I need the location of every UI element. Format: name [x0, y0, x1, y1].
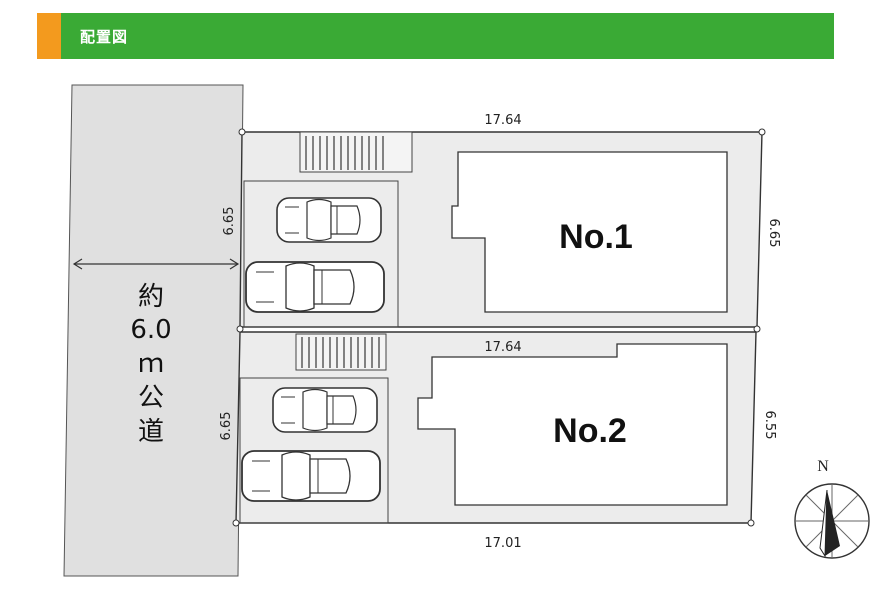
compass-north-label: N [817, 458, 829, 475]
road-label-line-4: 公 [138, 383, 164, 413]
lot-2-right-dimension: 6.55 [762, 411, 777, 440]
lot-2-steps [295, 333, 387, 371]
lot-1-parking-bay [243, 180, 399, 328]
lot-1-left-dimension: 6.65 [222, 207, 237, 236]
header-accent-bar [37, 13, 61, 59]
road-width-arrow [72, 258, 240, 270]
boundary-markers [232, 128, 766, 527]
lot-2-bottom-dimension: 17.01 [484, 536, 521, 551]
lot-2-car-sedan [241, 450, 381, 502]
lot-2-house-footprint [417, 343, 728, 506]
north-compass: N [794, 458, 870, 559]
road-label: 約 6.0 ｍ 公 道 [130, 282, 171, 447]
lot-2-left-dimension: 6.65 [219, 412, 234, 441]
road-label-line-1: 約 [138, 282, 164, 312]
lot-1-car-compact [276, 197, 382, 243]
road-label-line-2: 6.0 [130, 315, 171, 345]
lot-2-label: No.2 [553, 412, 627, 450]
road-label-line-3: ｍ [138, 349, 164, 379]
lot-1-right-dimension: 6.65 [766, 219, 781, 248]
lot-1-label: No.1 [559, 218, 633, 256]
lot-1-car-sedan [245, 261, 385, 313]
lot-2-car-compact [272, 387, 378, 433]
public-road [63, 84, 244, 577]
section-title: 配置図 [80, 28, 129, 46]
road-label-line-5: 道 [138, 417, 164, 447]
lot-1-steps [299, 131, 413, 173]
section-header: 配置図 [37, 13, 834, 59]
lot-2-parking-bay [239, 377, 389, 524]
lot-1-top-dimension: 17.64 [484, 113, 521, 128]
lot-1-house-footprint [451, 151, 728, 313]
lot-2-top-dimension: 17.64 [484, 340, 521, 355]
